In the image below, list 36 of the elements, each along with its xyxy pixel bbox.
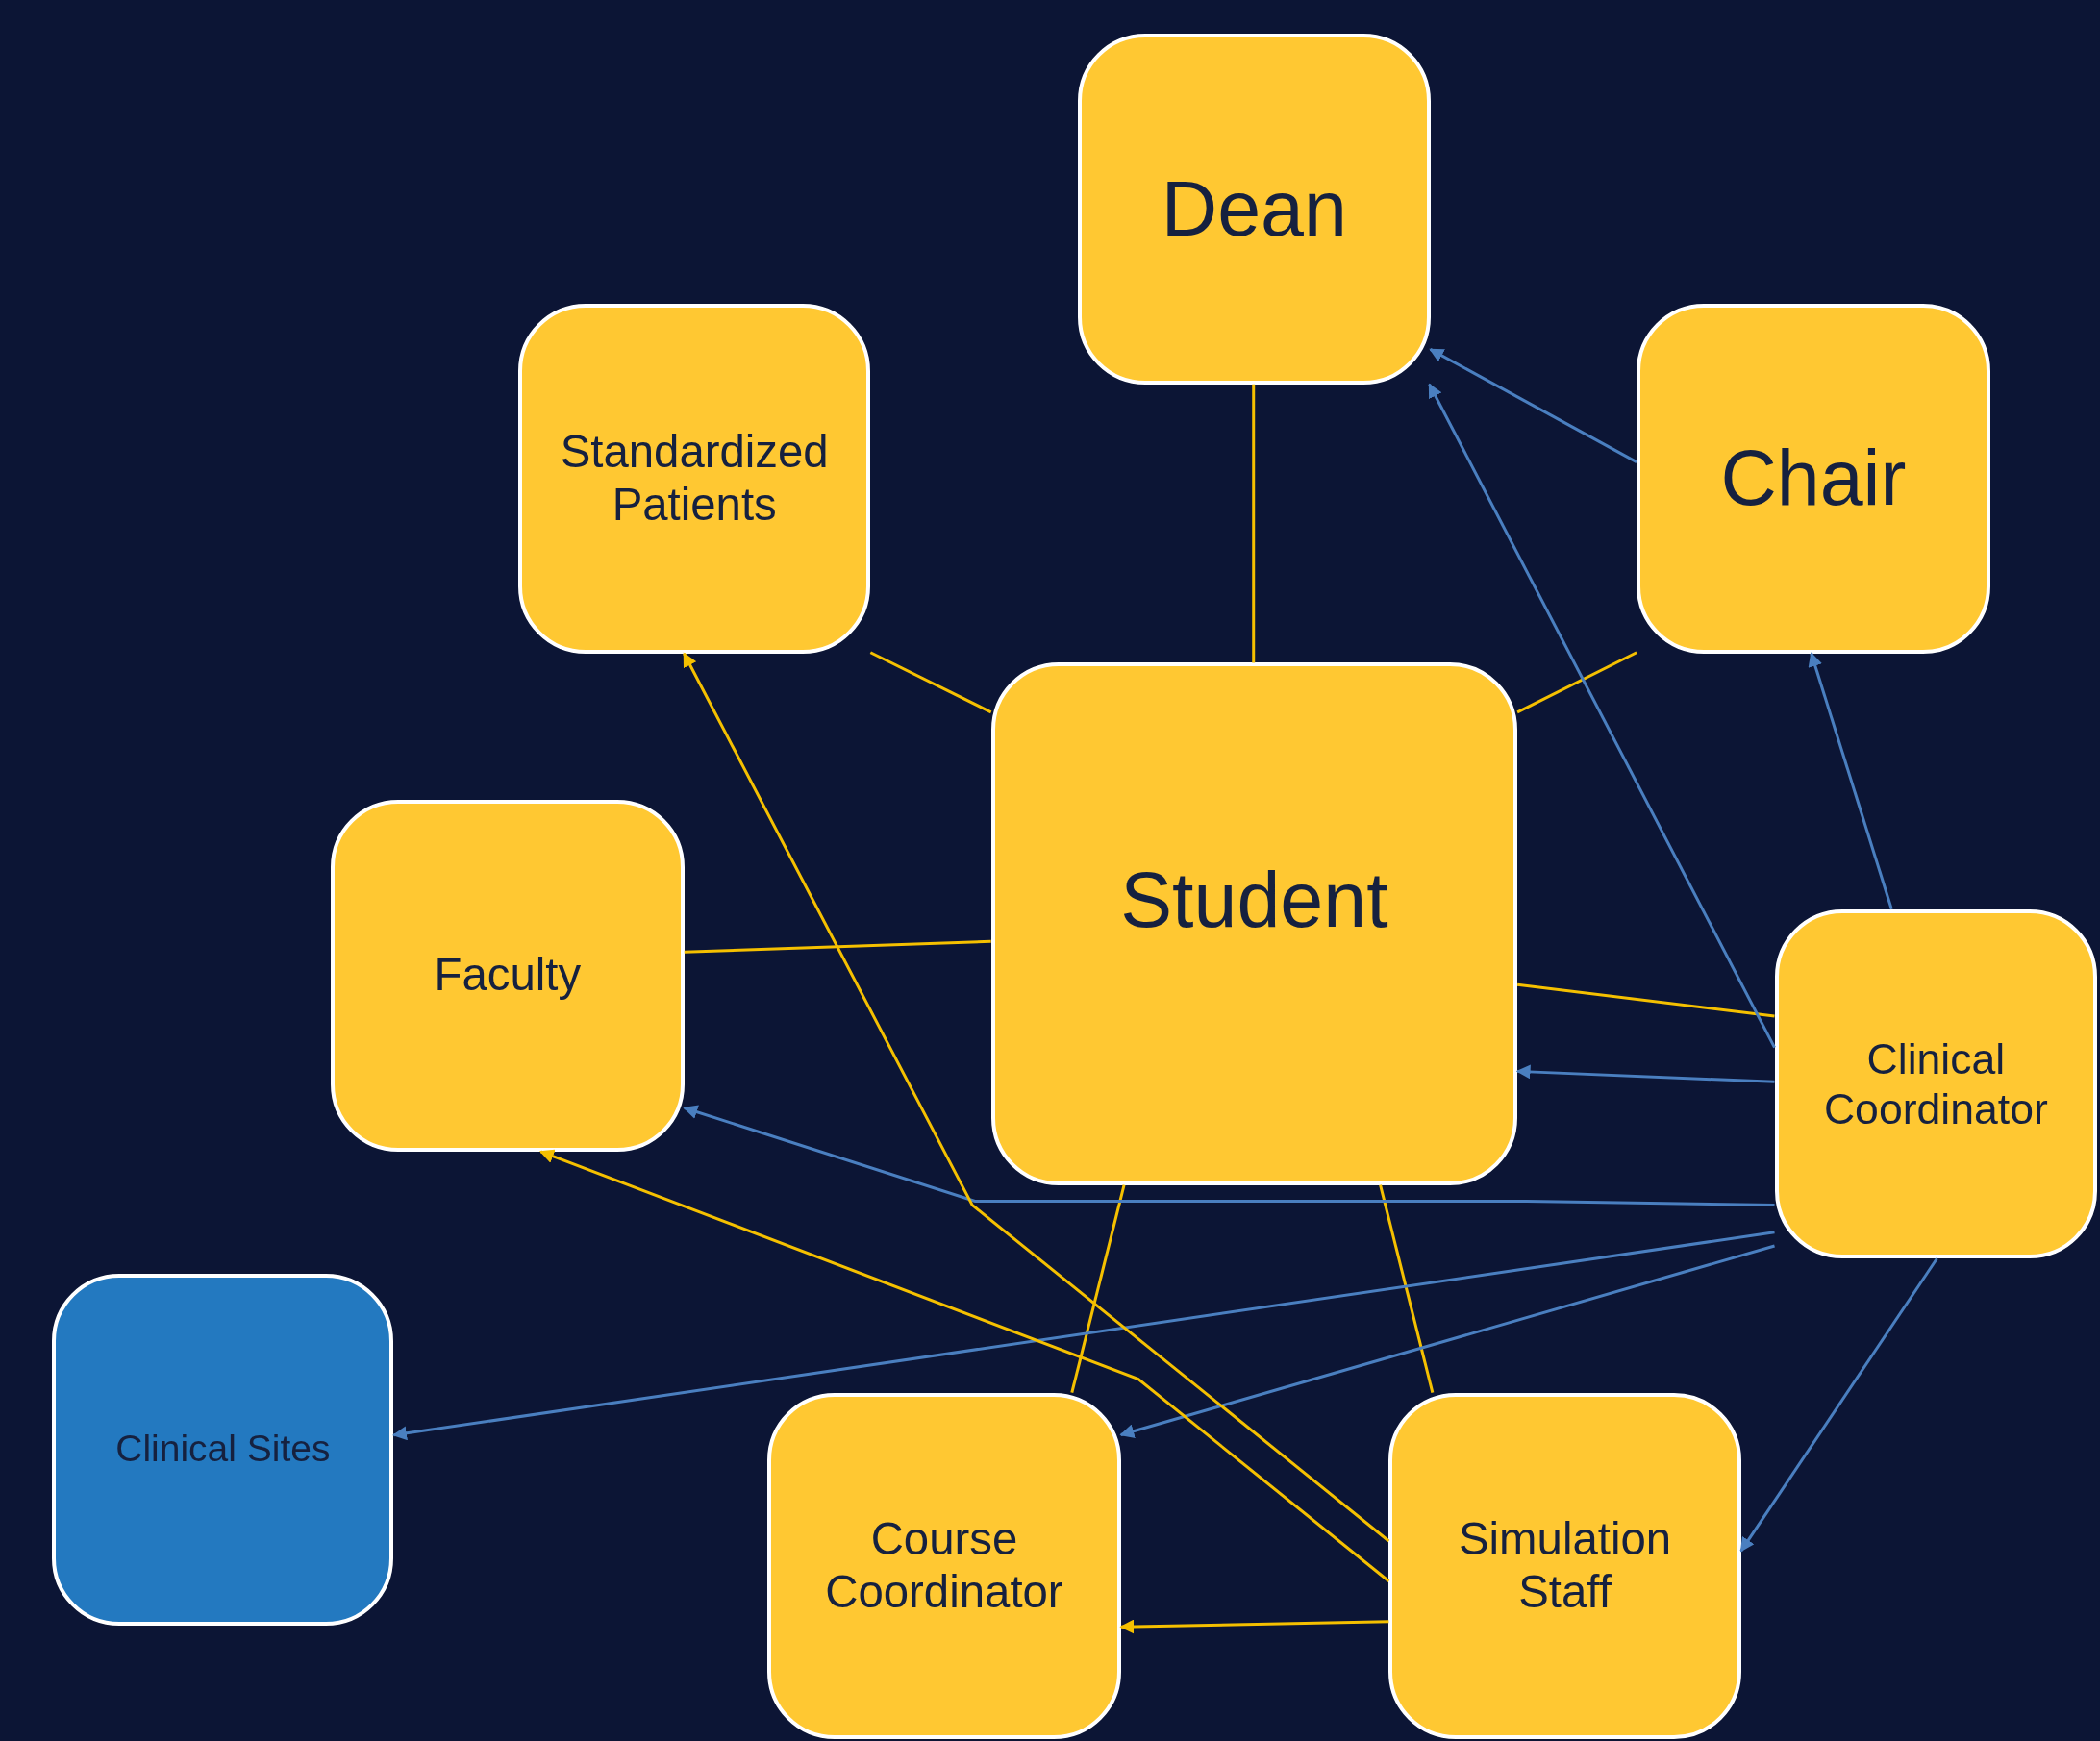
connector-line	[1516, 982, 1775, 1018]
connector-line	[869, 651, 992, 714]
arrow	[392, 1231, 1775, 1441]
connector-line	[1070, 1184, 1126, 1393]
arrow	[683, 1105, 1775, 1207]
node-label: Clinical Sites	[115, 1428, 331, 1472]
arrow	[1119, 1619, 1389, 1634]
connector-line	[1379, 1184, 1435, 1393]
role-box	[767, 1392, 1121, 1740]
arrow	[1428, 383, 1776, 1049]
arrow	[1119, 1244, 1775, 1438]
connector-line	[1516, 651, 1638, 714]
connector-line	[1252, 384, 1256, 663]
arrow	[1515, 1064, 1775, 1083]
node-label: Faculty	[434, 949, 582, 1002]
arrow	[683, 652, 1390, 1543]
arrow	[539, 1149, 1390, 1582]
node-label: Simulation Staff	[1458, 1513, 1673, 1619]
node-label: Chair	[1720, 434, 1907, 524]
node-label: Standardized Patients	[559, 426, 830, 532]
arrow	[1808, 652, 1893, 910]
arrow	[1739, 1257, 1938, 1553]
node-label: Clinical Coordinator	[1822, 1034, 2049, 1133]
node-label: Course Coordinator	[824, 1513, 1064, 1619]
role-box	[331, 799, 685, 1152]
connector-line	[684, 939, 991, 954]
role-box	[1774, 908, 2098, 1259]
role-box	[1637, 304, 1990, 654]
site-box	[52, 1273, 394, 1626]
arrow	[1429, 348, 1638, 463]
role-box	[518, 304, 871, 654]
role-box	[1078, 33, 1431, 385]
node-label: Student	[1120, 856, 1388, 946]
role-box	[990, 662, 1518, 1185]
node-label: Dean	[1161, 163, 1347, 254]
role-box	[1388, 1392, 1741, 1740]
